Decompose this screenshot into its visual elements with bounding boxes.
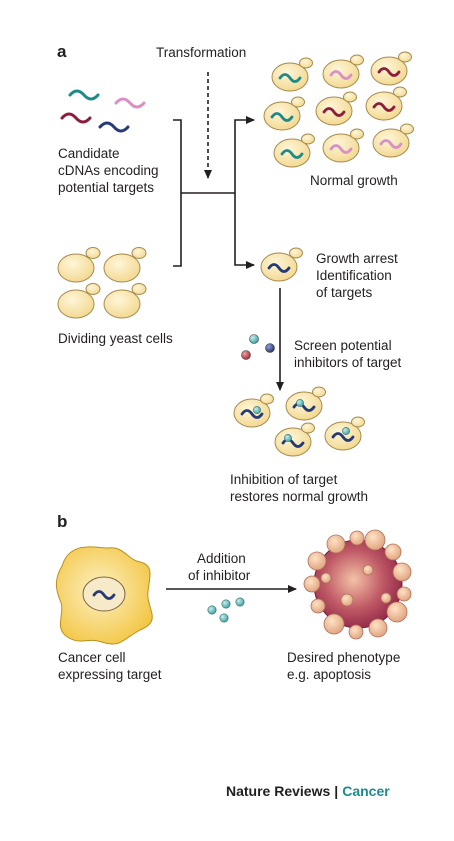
cancer-cell-line-2: expressing target [58,667,162,682]
addition-line-2: of inhibitor [188,568,251,583]
growth-arrest-line-2: Identification [316,268,392,283]
bracket-lines [173,116,255,269]
cancer-cell-line-1: Cancer cell [58,650,126,665]
screen-line-1: Screen potential [294,338,392,353]
cancer-cell [55,546,153,645]
apoptotic-cell [303,529,412,640]
cdna-navy [98,121,130,133]
inhibition-line-2: restores normal growth [230,489,369,504]
cdna-label-line-2: cDNAs encoding [58,163,159,178]
desired-line-2: e.g. apoptosis [287,667,372,682]
yeast-label: Dividing yeast cells [58,331,173,346]
inhibited-cells [233,386,365,457]
journal-section: Cancer [342,783,390,799]
dividing-yeast-cells [57,247,147,319]
panel-b-letter: b [57,512,68,531]
journal-credit: Nature Reviews|Cancer [226,783,390,799]
journal-name: Nature Reviews [226,783,331,799]
inhibition-line-1: Inhibition of target [230,472,338,487]
transformation-label: Transformation [156,45,247,60]
panel-a-letter: a [57,42,67,61]
growth-arrest-line-1: Growth arrest [316,251,398,266]
cdna-squiggles [60,89,146,133]
journal-separator: | [334,783,339,799]
cdna-label-line-3: potential targets [58,180,155,195]
growth-arrest-cell [260,247,303,282]
cdna-label-line-1: Candidate [58,146,120,161]
screen-line-2: inhibitors of target [294,355,402,370]
cdna-maroon [60,112,92,124]
addition-line-1: Addition [197,551,246,566]
normal-growth-cells [263,51,414,168]
cdna-pink [114,97,146,109]
growth-arrest-line-3: of targets [316,285,373,300]
inhibitor-molecules-a [241,334,275,360]
desired-line-1: Desired phenotype [287,650,401,665]
inhibitor-molecules-b [207,597,245,623]
normal-growth-label: Normal growth [310,173,398,188]
cdna-teal [68,89,100,101]
